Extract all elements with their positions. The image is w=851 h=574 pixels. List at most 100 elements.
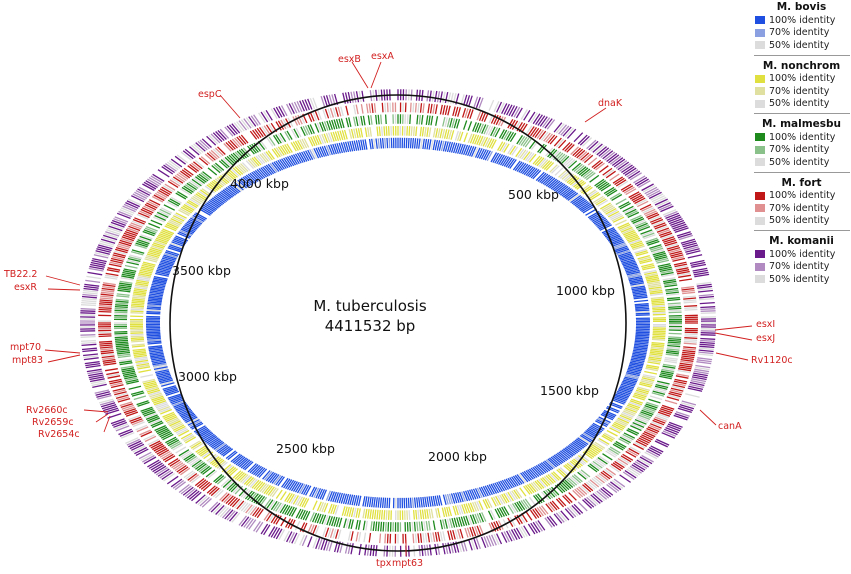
legend-swatch — [755, 250, 765, 259]
legend-entry: 50% identity — [752, 39, 851, 52]
legend-entry-label: 70% identity — [769, 261, 830, 273]
legend-swatch — [755, 74, 765, 83]
legend-entry-label: 70% identity — [769, 202, 830, 214]
legend-entry-label: 70% identity — [769, 85, 830, 97]
identity-rings — [79, 89, 717, 557]
legend-entry-label: 100% identity — [769, 190, 836, 202]
gene-pointer-line — [103, 415, 111, 433]
gene-pointer-line — [47, 354, 81, 363]
gene-label-tpx: tpx — [376, 558, 392, 569]
gene-label-espc: espC — [198, 89, 222, 100]
legend-entry: 50% identity — [752, 156, 851, 169]
legend-entry-label: 50% identity — [769, 39, 830, 51]
legend-group-title: M. fort — [781, 176, 822, 189]
tick-3500-kbp: 3500 kbp — [172, 263, 231, 278]
gene-label-esxr: esxR — [14, 282, 38, 293]
identity-ring-track — [113, 114, 683, 532]
gene-pointer-line — [715, 352, 749, 361]
gene-pointer-line — [219, 94, 241, 119]
gene-label-mpt83: mpt83 — [12, 355, 44, 366]
legend-divider — [754, 171, 850, 173]
identity-ring-track — [114, 114, 683, 532]
gene-pointer-line — [45, 275, 81, 286]
legend-entry: 100% identity — [752, 73, 851, 86]
gene-label-cana: canA — [718, 421, 742, 432]
legend-entry: 100% identity — [752, 248, 851, 261]
legend-entry-label: 70% identity — [769, 144, 830, 156]
legend-swatch — [755, 99, 765, 108]
legend-entry-label: 50% identity — [769, 273, 830, 285]
genome-name: M. tuberculosis — [313, 297, 427, 315]
identity-ring-track — [145, 137, 651, 509]
legend-entry-label: 100% identity — [769, 73, 836, 85]
identity-ring-track — [129, 125, 667, 521]
legend-entry: 100% identity — [752, 190, 851, 203]
gene-label-esxb: esxB — [338, 54, 361, 65]
gene-label-rv2659c: Rv2659c — [32, 417, 74, 428]
legend-entry: 70% identity — [752, 27, 851, 40]
gene-label-mpt70: mpt70 — [10, 342, 42, 353]
gene-pointers — [44, 61, 753, 556]
genome-size: 4411532 bp — [324, 317, 416, 335]
legend-entry-label: 100% identity — [769, 248, 836, 260]
gene-pointer-line — [699, 409, 717, 426]
legend-swatch — [755, 87, 765, 96]
tick-3000-kbp: 3000 kbp — [178, 369, 237, 384]
legend-swatch — [755, 28, 765, 37]
legend-entry: 50% identity — [752, 215, 851, 228]
legend-entry-label: 50% identity — [769, 98, 830, 110]
gene-label-mpt63: mpt63 — [392, 558, 424, 569]
legend-group-title: M. malmesbu — [761, 118, 842, 130]
identity-ring-track — [98, 102, 697, 544]
gene-pointer-line — [714, 325, 753, 331]
identity-ring-track — [97, 102, 699, 544]
legend-entry-label: 70% identity — [769, 27, 830, 39]
legend-swatch — [755, 191, 765, 200]
tick-1000-kbp: 1000 kbp — [556, 283, 615, 298]
identity-ring-track — [113, 114, 682, 532]
legend-swatch — [755, 16, 765, 25]
legend-group-title: M. bovis — [776, 1, 827, 13]
legend-swatch — [755, 204, 765, 213]
tick-1500-kbp: 1500 kbp — [540, 383, 599, 398]
tick-2000-kbp: 2000 kbp — [428, 449, 487, 464]
legend-swatch — [755, 216, 765, 225]
legend-entry: 100% identity — [752, 131, 851, 144]
legend-entry-label: 100% identity — [769, 14, 836, 26]
legend-swatch — [755, 133, 765, 142]
gene-label-rv2654c: Rv2654c — [38, 429, 80, 440]
gene-pointer-line — [370, 61, 382, 89]
legend-entry: 70% identity — [752, 202, 851, 215]
gene-label-dnak: dnaK — [598, 98, 623, 109]
legend-entry-label: 50% identity — [769, 156, 830, 168]
legend-entry: 70% identity — [752, 261, 851, 274]
legend-divider — [754, 113, 850, 114]
genome-title: M. tuberculosis 4411532 bp — [255, 296, 485, 336]
legend-swatch — [755, 145, 765, 154]
legend-group-title: M. komanii — [769, 235, 834, 247]
gene-label-rv2660c: Rv2660c — [26, 405, 68, 416]
gene-pointer-line — [584, 107, 607, 123]
gene-label-esxi: esxI — [756, 319, 776, 330]
legend-divider — [754, 230, 850, 231]
gene-pointer-line — [351, 61, 369, 89]
legend-swatch — [755, 275, 765, 284]
legend-swatch — [755, 262, 765, 271]
identity-ring-track — [129, 126, 666, 520]
gene-label-tb22-2: TB22.2 — [4, 269, 38, 280]
gene-pointer-line — [47, 288, 81, 291]
legend-entry: 70% identity — [752, 85, 851, 98]
legend-group-title: M. nonchrom — [762, 59, 841, 72]
identity-ring-track — [146, 138, 650, 509]
gene-pointer-line — [95, 413, 109, 423]
gene-pointer-line — [714, 332, 753, 341]
legend-swatch — [755, 41, 765, 50]
legend-entry-label: 50% identity — [769, 215, 830, 227]
